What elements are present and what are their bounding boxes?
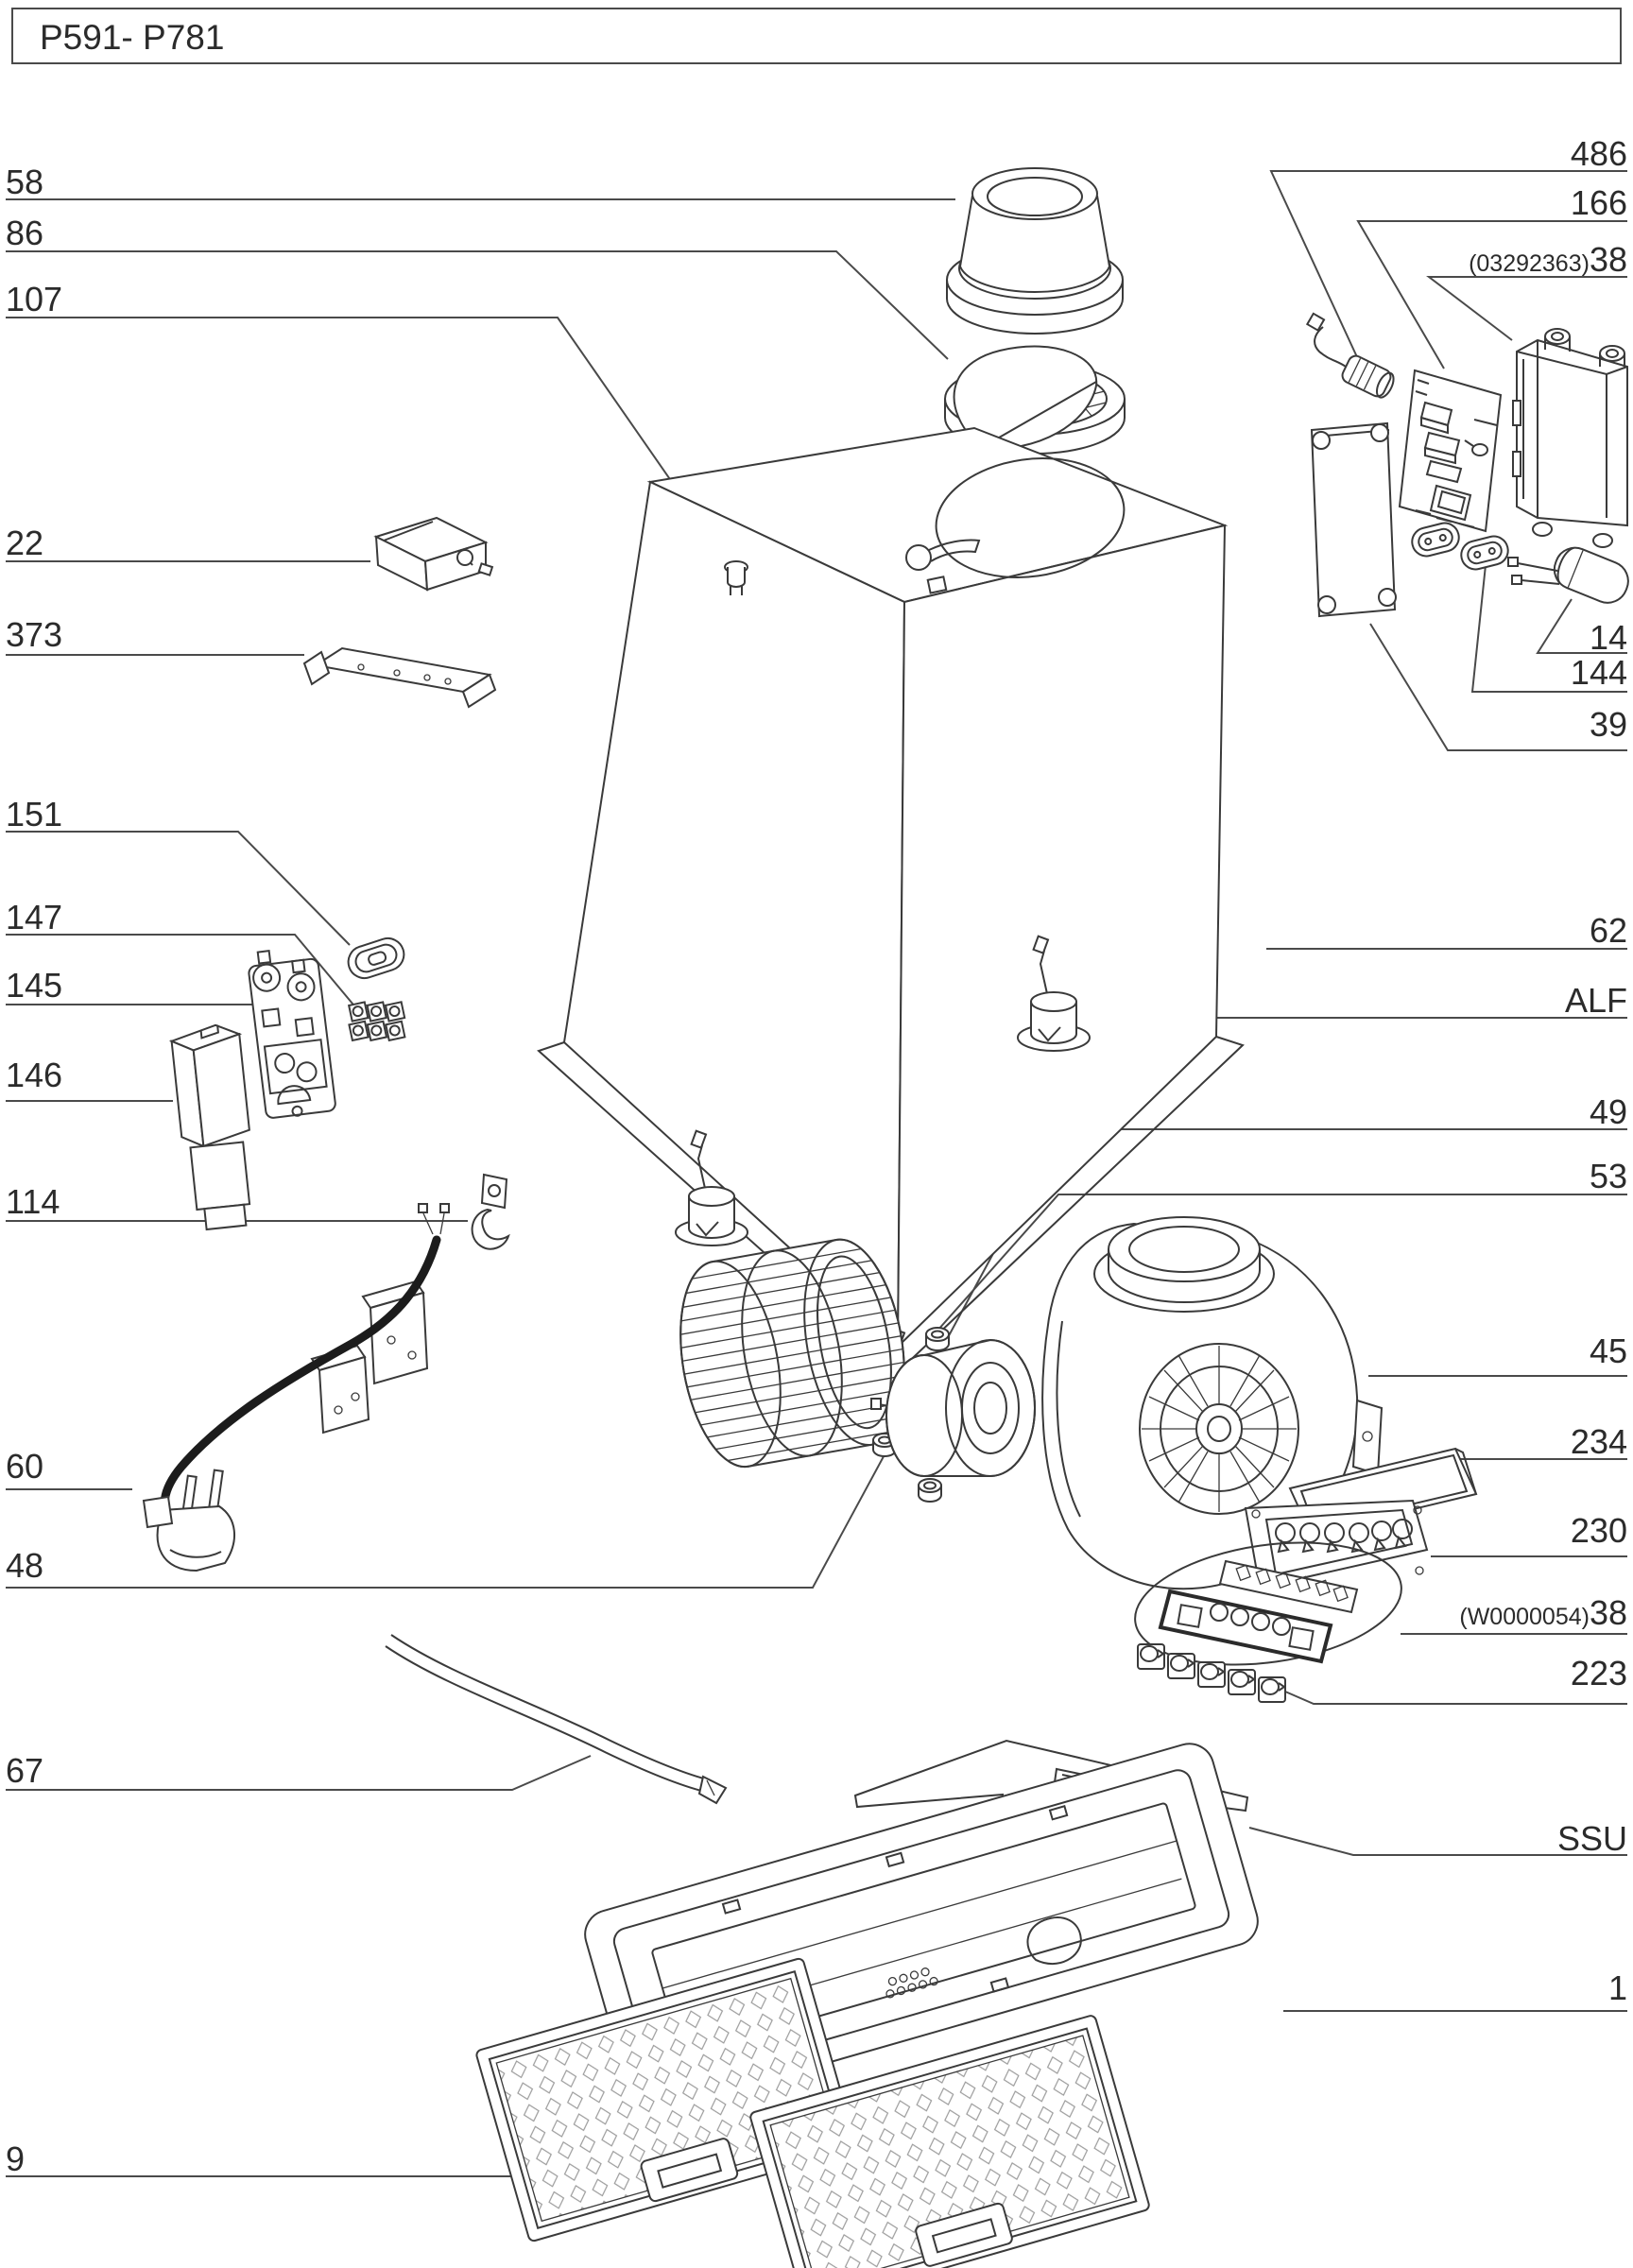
non-return-valve-part [944, 345, 1126, 455]
motor-part [870, 1338, 1036, 1477]
part-label-62: 62 [1589, 911, 1627, 950]
part-label-114: 114 [6, 1182, 60, 1221]
terminal-block-part [347, 1001, 406, 1042]
part-label-58: 58 [6, 163, 44, 201]
part-label-45: 45 [1589, 1332, 1627, 1370]
part-label-166: 166 [1570, 183, 1627, 222]
push-button-part [1137, 1643, 1286, 1703]
part-label-ALF: ALF [1564, 981, 1627, 1020]
button-cap-part [1411, 522, 1509, 571]
grommet-part [347, 936, 405, 980]
part-label-1: 1 [1607, 1968, 1627, 2007]
part-label-60: 60 [6, 1447, 44, 1486]
plug-part [142, 1469, 236, 1572]
part-label-145: 145 [6, 966, 63, 1005]
part-label-146: 146 [6, 1056, 63, 1094]
part-label-22: 22 [6, 524, 44, 562]
part-label-48: 48 [6, 1546, 44, 1585]
part-label-39: 39 [1589, 705, 1627, 744]
sensor-lamp-part [1305, 312, 1395, 399]
drawing-title-bar: P591- P781 [11, 8, 1622, 64]
blower-wheel-part [665, 1238, 920, 1470]
part-label-486: 486 [1570, 134, 1627, 173]
switch-support-part [248, 950, 336, 1119]
grease-filter-part [475, 1957, 1150, 2268]
part-label-373: 373 [6, 615, 63, 654]
power-cord-part [142, 1203, 450, 1572]
cable-clamp-part [471, 1173, 510, 1250]
part-label-38-mid: (W0000054)38 [1459, 1593, 1627, 1632]
part-label-38-top: (03292363)38 [1469, 240, 1627, 279]
fixing-pin-part [724, 560, 748, 595]
part-label-14: 14 [1589, 618, 1627, 657]
part-label-147: 147 [6, 898, 63, 936]
blower-housing-part [1041, 1216, 1384, 1590]
part-label-144: 144 [1570, 653, 1627, 692]
transformer-box-part [373, 516, 494, 592]
model-title: P591- P781 [40, 18, 225, 57]
part-label-107: 107 [6, 280, 63, 318]
capacitor-part [1507, 546, 1629, 604]
pcb-part [1398, 369, 1503, 533]
flexible-hose-part [385, 1634, 728, 1805]
control-panel-oval [1134, 1541, 1402, 1666]
mounting-bracket-part [302, 646, 497, 709]
part-label-9: 9 [6, 2139, 26, 2178]
part-label-234: 234 [1570, 1422, 1627, 1461]
part-label-86: 86 [6, 214, 44, 252]
rocker-switch-icons [1235, 1564, 1349, 1603]
switch-housing-part [168, 1023, 251, 1231]
cover-plate-part [1310, 421, 1397, 618]
part-label-230: 230 [1570, 1511, 1627, 1550]
hood-body-part [537, 426, 1245, 1374]
part-label-151: 151 [6, 795, 63, 833]
part-label-67: 67 [6, 1751, 44, 1790]
part-label-53: 53 [1589, 1157, 1627, 1195]
duct-collar-part [946, 167, 1124, 335]
panel-cutouts [1177, 1603, 1315, 1651]
part-label-SSU: SSU [1556, 1819, 1627, 1858]
part-label-223: 223 [1570, 1654, 1627, 1692]
part-label-49: 49 [1589, 1092, 1627, 1131]
enclosure-box-part [1512, 328, 1628, 548]
motor-nut-part [872, 1327, 950, 1503]
vent-dot-row [885, 1967, 938, 1999]
motor-grill [1139, 1343, 1299, 1515]
